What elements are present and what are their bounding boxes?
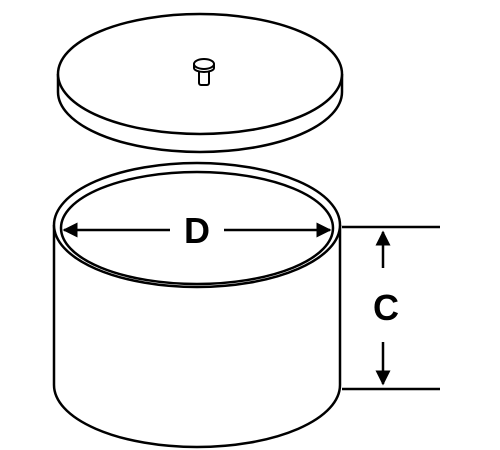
lid (56, 12, 344, 154)
height-label: C (373, 287, 399, 328)
height-dimension (342, 225, 440, 391)
container-wall (52, 225, 342, 449)
container-rim-inner (59, 170, 335, 286)
lid-knob-icon (193, 58, 215, 86)
container-body (52, 161, 342, 449)
diameter-label: D (184, 210, 210, 251)
diameter-dimension: D (62, 210, 332, 251)
